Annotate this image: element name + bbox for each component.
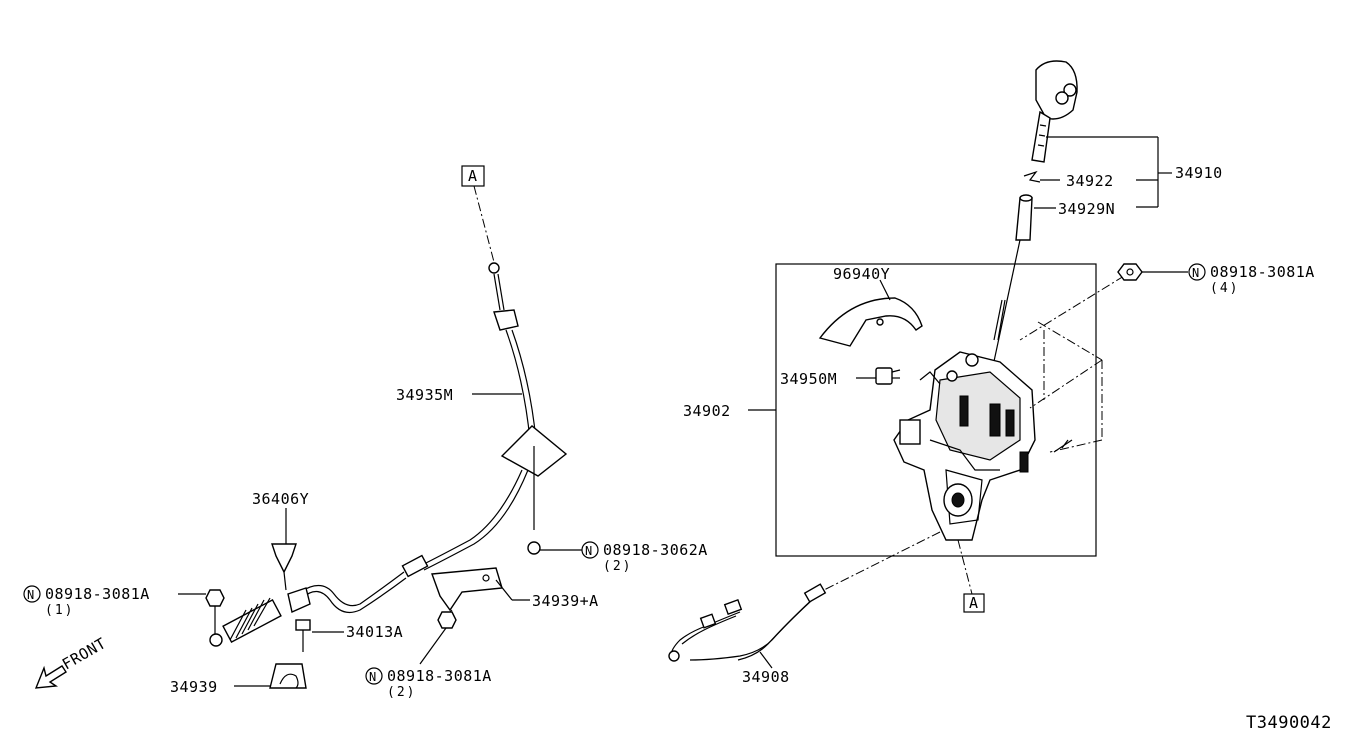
label-34939-plus-a: 34939+A [532,592,599,610]
label-qty-2a: (2) [603,559,632,574]
label-qty-4: (4) [1210,281,1239,296]
label-34935M: 34935M [396,386,453,404]
nut-left [205,589,225,634]
nut-bottom [437,611,457,629]
label-34910: 34910 [1175,164,1223,182]
n-symbol: N [23,585,41,603]
shifter-mechanism [893,351,1073,541]
clip-36406Y [271,543,297,591]
label-34929N: 34929N [1058,200,1115,218]
ref-a-top [461,165,485,187]
label-96940Y: 96940Y [833,265,890,283]
cable-34908 [668,583,827,662]
label-34939: 34939 [170,678,218,696]
label-34902: 34902 [683,402,731,420]
front-label: FRONT [59,634,109,673]
front-arrow-icon [34,665,67,689]
svg-text:N: N [369,670,377,684]
shifter-cover [818,297,923,347]
label-34013A: 34013A [346,623,403,641]
label-08918-3081A-left: 08918-3081A [45,585,150,603]
svg-text:N: N [27,588,35,602]
svg-text:N: N [585,544,593,558]
shift-knob-clip [1023,170,1041,183]
n-symbol: N [365,667,383,685]
label-08918-3081A-right: 08918-3081A [1210,263,1315,281]
bolt-34013A [295,619,311,652]
n-symbol: N [1188,263,1206,281]
ref-a-bottom [963,593,985,613]
bracket-34939 [269,663,307,689]
svg-text:N: N [1192,266,1200,280]
bracket-34939-a [431,567,503,612]
label-34908: 34908 [742,668,790,686]
label-08918-3062A: 08918-3062A [603,541,708,559]
n-symbol: N [581,541,599,559]
label-08918-3081A-bottom: 08918-3081A [387,667,492,685]
ref-a-bottom-text: A [969,594,979,612]
label-34950M: 34950M [780,370,837,388]
shift-lock-switch [875,367,901,385]
shift-knob-sleeve [1015,194,1033,241]
label-qty-1: (1) [45,603,74,618]
nut-right [1117,263,1143,281]
label-36406Y: 36406Y [252,490,309,508]
shift-knob [1031,60,1078,163]
label-qty-2b: (2) [387,685,416,700]
diagram-id: T3490042 [1246,713,1332,733]
ref-a-top-text: A [468,167,478,185]
cable-34935M [209,262,568,647]
label-34922: 34922 [1066,172,1114,190]
